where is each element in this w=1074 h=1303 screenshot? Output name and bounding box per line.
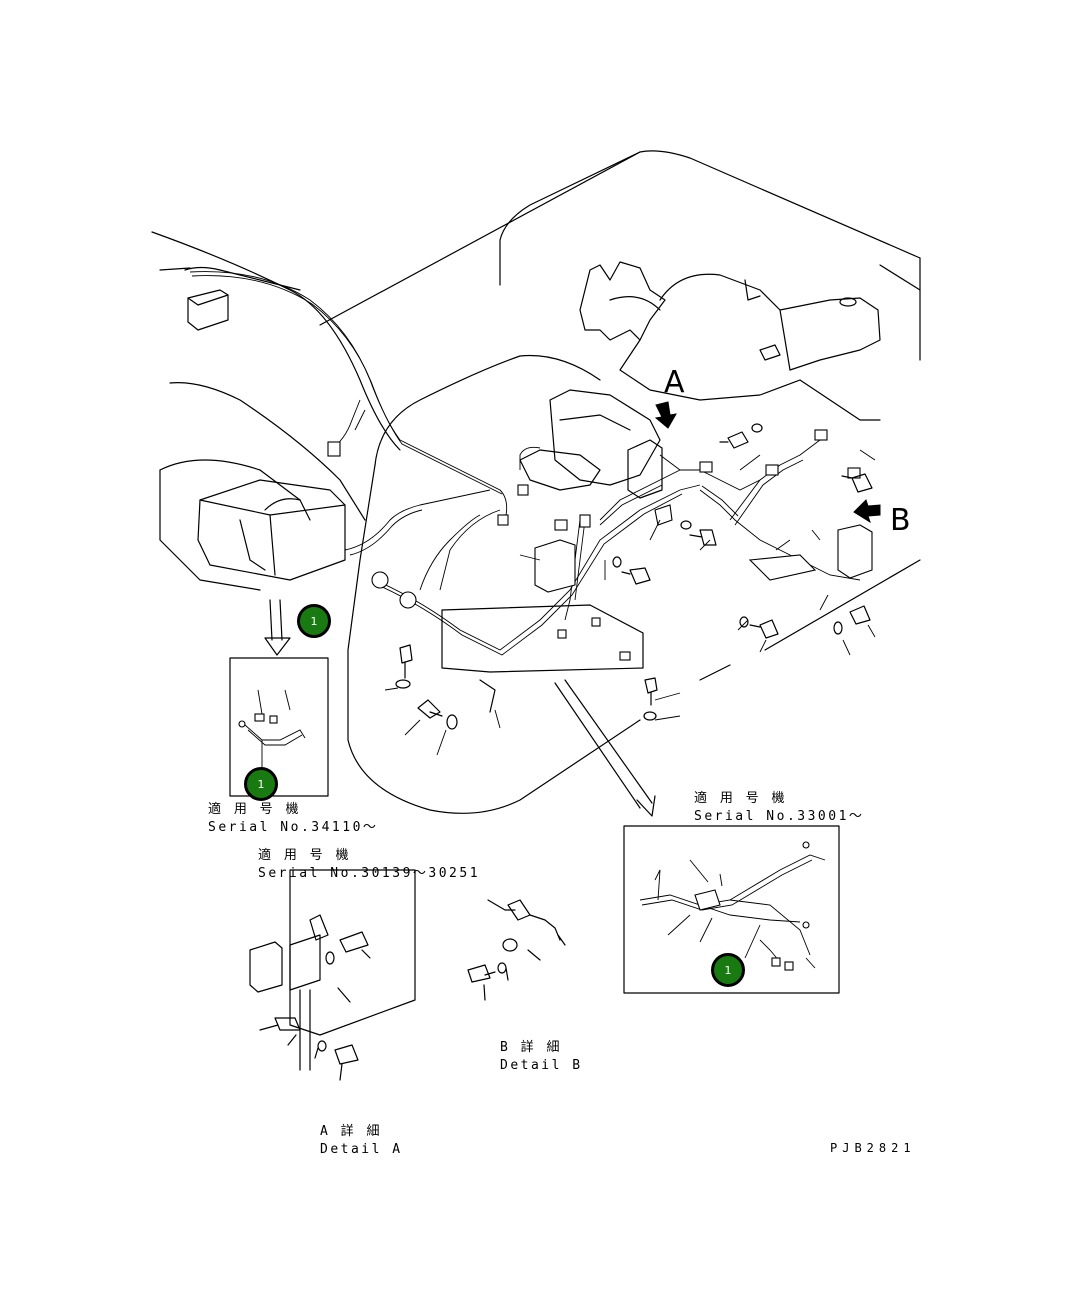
applicable-serial-jp: 適 用 号 機 [208,802,301,817]
detail-b-title-jp: B 詳 細 [500,1040,562,1055]
inset-detail-a [249,914,371,1081]
leader-lines [354,409,876,756]
detail-a-title: Detail A [320,1142,403,1157]
view-arrow-b [853,499,881,524]
hydraulic-pump [519,389,663,499]
bolts-and-washers [395,423,873,730]
inset-harness-33001 [639,841,826,971]
harness-wires [189,271,861,656]
battery-box [197,479,346,581]
detail-b-title: Detail B [500,1058,583,1073]
callout-badge[interactable]: 1 [297,604,331,638]
applicable-serial: Serial No.33001～ [694,809,865,824]
inset-harness-34110 [238,689,306,770]
inset-detail-b [467,899,566,1001]
detail-frames [229,599,840,1036]
view-label-a: A [664,365,685,400]
view-arrow-a [654,401,677,429]
callout-badge[interactable]: 1 [244,767,278,801]
applicable-serial-jp: 適 用 号 機 [694,791,787,806]
machine-body-outline [151,150,921,814]
drawing-number: PJB2821 [830,1141,916,1155]
applicable-serial-jp: 適 用 号 機 [258,848,351,863]
connectors [327,429,873,661]
callout-badge[interactable]: 1 [711,953,745,987]
applicable-serial: Serial No.34110～ [208,820,379,835]
detail-a-title-jp: A 詳 細 [320,1124,382,1139]
relay-box [184,266,301,331]
view-label-b: B [890,503,911,538]
applicable-serial: Serial No.30139～30251 [258,866,481,881]
engine [579,261,881,421]
